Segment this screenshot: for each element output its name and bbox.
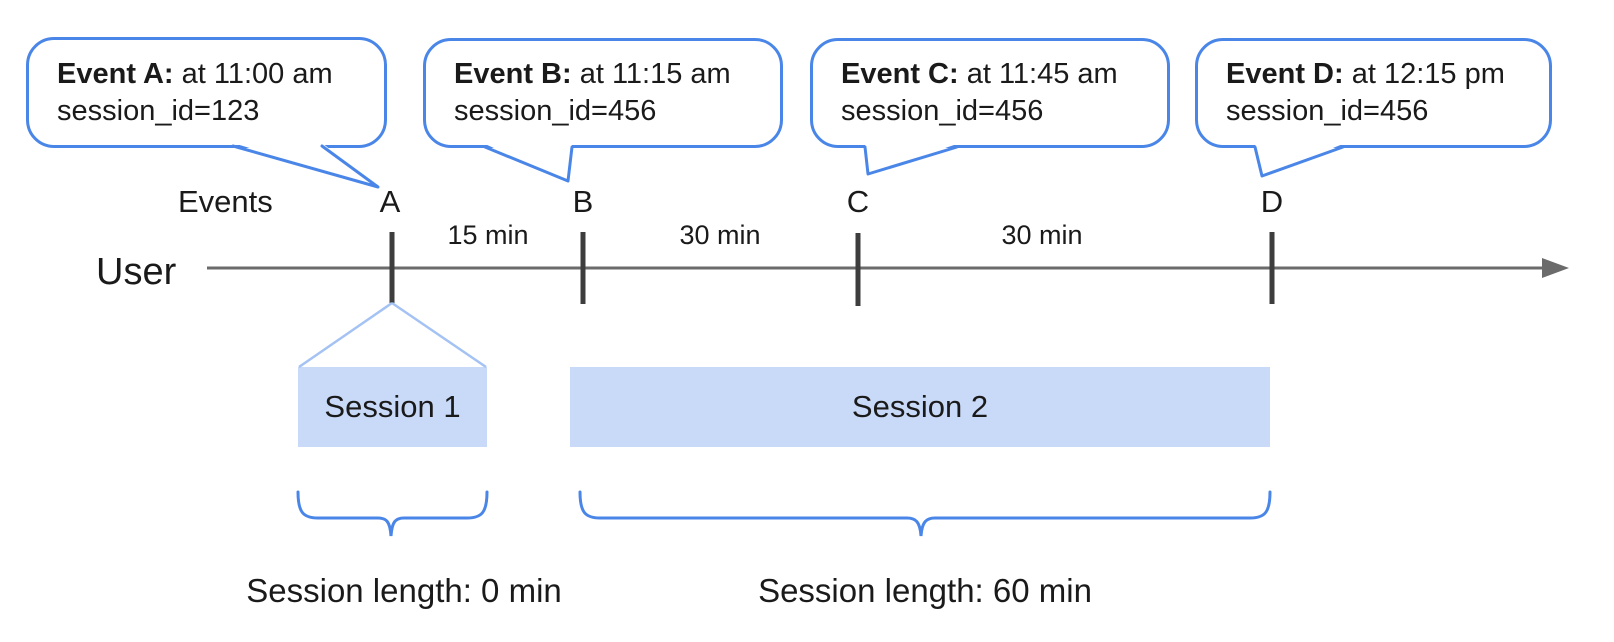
session-2-length-label: Session length: 60 min [758,572,1092,609]
event-a-time: at 11:00 am [173,57,333,90]
event-d-session-id: session_id=456 [1226,95,1429,127]
session-1-label: Session 1 [324,389,461,424]
event-c-title: Event C: [841,58,959,90]
event-a-callout-tail [231,143,380,189]
event-d-callout-tail [1253,144,1345,178]
event-d-title: Event D: [1226,58,1344,90]
tick-label-c: C [846,184,870,219]
event-a-title: Event A: [57,57,174,90]
event-b-time-line: Event B: at 11:15 am [454,56,762,93]
event-c-session-id: session_id=456 [841,95,1044,127]
event-c-callout-tail [863,144,959,176]
interval-b-c-label: 30 min [679,220,761,250]
event-a-time-line: Event A: at 11:00 am [57,56,366,93]
session-1-box: Session 1 [298,367,487,447]
event-a-callout: Event A: at 11:00 am session_id=123 [26,37,387,148]
timeline-arrowhead-icon [1542,258,1569,278]
session-1-brace [296,490,489,537]
event-c-time-line: Event C: at 11:45 am [841,56,1149,93]
tick-label-a: A [379,184,401,219]
user-axis-label: User [96,251,177,293]
event-a-session-id: session_id=123 [57,94,260,127]
tick-label-d: D [1260,184,1284,219]
events-row-label: Events [178,184,273,219]
event-b-time: at 11:15 am [571,58,731,90]
event-c-time: at 11:45 am [958,58,1118,90]
session-2-brace [578,490,1272,537]
interval-a-b-label: 15 min [447,220,529,250]
session-2-label: Session 2 [851,389,989,424]
session-1-length-label: Session length: 0 min [246,572,562,609]
session-1-funnel-left-line [298,301,393,369]
event-c-callout: Event C: at 11:45 am session_id=456 [810,38,1170,148]
event-d-time-line: Event D: at 12:15 pm [1226,56,1531,93]
event-d-callout: Event D: at 12:15 pm session_id=456 [1195,38,1552,148]
session-1-funnel-right-line [391,301,487,369]
tick-label-b: B [572,184,594,219]
event-b-title: Event B: [454,58,572,90]
event-b-callout-tail [483,144,574,183]
event-b-session-id: session_id=456 [454,95,657,127]
event-b-callout: Event B: at 11:15 am session_id=456 [423,38,783,148]
event-d-time: at 12:15 pm [1343,58,1505,90]
session-2-box: Session 2 [570,367,1270,447]
interval-c-d-label: 30 min [1001,220,1083,250]
